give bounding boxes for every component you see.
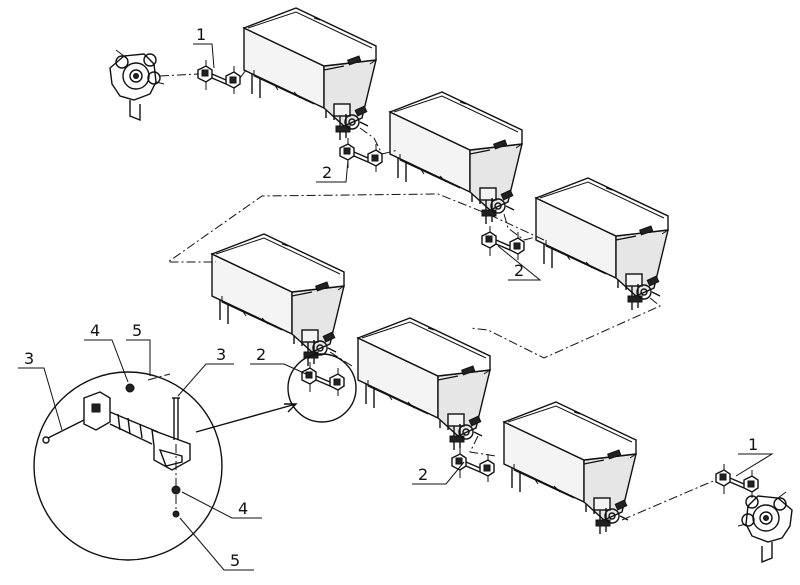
- coupling-1b: [715, 463, 759, 499]
- winch-right: [737, 491, 793, 563]
- callout-5-top: 5: [132, 321, 142, 340]
- coupling-1: [197, 59, 241, 95]
- hopper-2: [389, 91, 523, 225]
- detail-circle: [33, 353, 357, 561]
- coupling-2d: [451, 447, 495, 483]
- callout-1-right: 1: [748, 435, 758, 454]
- coupling-2b: [481, 225, 525, 261]
- callout-4-top: 4: [90, 321, 100, 340]
- hopper-6: [503, 401, 637, 535]
- coupling-2a: [339, 137, 383, 173]
- hopper-5: [357, 317, 491, 451]
- callout-3-left: 3: [24, 349, 34, 368]
- leader-lines: [18, 43, 774, 571]
- callout-labels: 1 2 2 2 2 1 3 4 5 3 4 5: [24, 25, 758, 570]
- callout-5-lower: 5: [230, 551, 240, 570]
- callout-2-hopper3: 2: [514, 261, 524, 280]
- callout-2-hopper2: 2: [322, 163, 332, 182]
- hopper-3: [535, 177, 669, 311]
- coupling-2c: [301, 361, 345, 397]
- callout-2-detail: 2: [256, 345, 266, 364]
- callout-3-right: 3: [216, 345, 226, 364]
- callout-1-top: 1: [196, 25, 206, 44]
- connection-lines: [159, 69, 717, 521]
- hopper-1: [243, 7, 377, 141]
- callout-4-lower: 4: [238, 499, 248, 518]
- callout-2-lower: 2: [418, 465, 428, 484]
- winch-left: [109, 49, 165, 121]
- hopper-4: [211, 233, 345, 367]
